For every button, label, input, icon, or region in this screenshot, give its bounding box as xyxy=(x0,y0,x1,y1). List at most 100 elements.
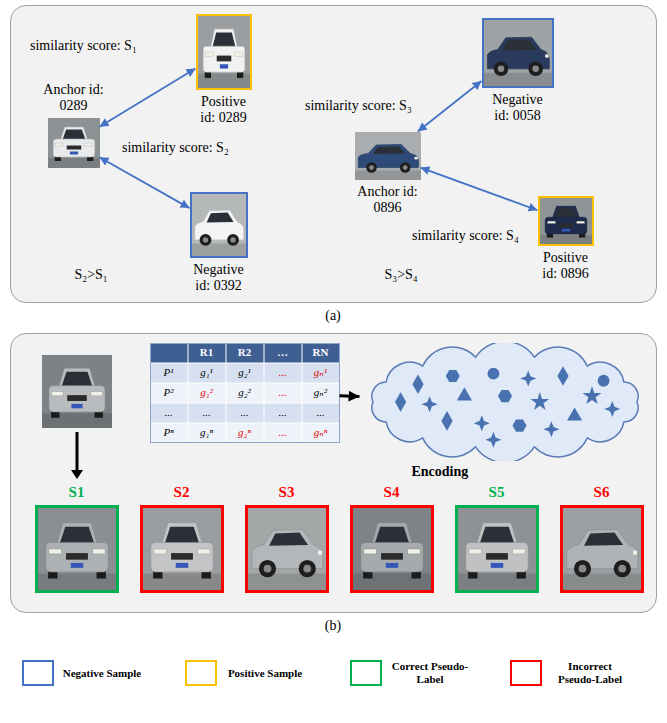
photo-background xyxy=(42,355,112,428)
image-frame: S6 xyxy=(560,505,644,593)
node-label: Positive id: 0896 xyxy=(535,250,597,282)
photo-background xyxy=(198,16,250,88)
hub xyxy=(369,165,374,170)
headlight xyxy=(48,549,60,554)
grid-line xyxy=(225,343,226,443)
headlight xyxy=(197,549,209,554)
number-plate xyxy=(561,228,569,231)
node-label: (a) xyxy=(325,308,341,324)
image-frame: S5 xyxy=(455,505,539,593)
windshield xyxy=(374,526,408,542)
photo-background xyxy=(48,118,100,168)
cloud-shape xyxy=(360,343,650,461)
windshield xyxy=(62,129,85,139)
headlight xyxy=(92,549,104,554)
car-photo xyxy=(198,16,250,88)
node-label: Anchor id: 0896 xyxy=(357,184,419,216)
grid-line xyxy=(150,362,340,363)
road xyxy=(484,72,552,85)
table-cell: gₙ¹ xyxy=(314,366,327,379)
cluster-symbol xyxy=(557,366,568,386)
node-label: (b) xyxy=(325,618,341,634)
road xyxy=(355,170,421,180)
table-cell: R2 xyxy=(238,346,251,359)
legend-swatch xyxy=(22,660,54,686)
hub xyxy=(618,564,626,572)
legend-label: Correct Pseudo-Label xyxy=(390,660,470,685)
node-label: Negative id: 0392 xyxy=(188,262,250,294)
car-cabin xyxy=(371,522,412,543)
photo xyxy=(540,198,592,244)
wheel xyxy=(493,61,508,76)
hub xyxy=(402,165,407,170)
table-row xyxy=(150,343,340,363)
car-cabin xyxy=(552,206,579,218)
wheel xyxy=(366,162,377,173)
table-cell: g₂² xyxy=(238,386,251,399)
headlight xyxy=(205,52,213,56)
car-body xyxy=(360,542,422,572)
legend-swatch xyxy=(510,660,542,686)
car-body xyxy=(545,217,587,234)
photo-background xyxy=(563,508,641,590)
road xyxy=(563,573,641,589)
cluster-symbol xyxy=(582,386,601,404)
wheel xyxy=(227,233,239,245)
table-cell: ... xyxy=(278,386,286,399)
similarity-arrow xyxy=(340,394,360,398)
cluster-symbol xyxy=(473,415,489,431)
number-plate xyxy=(70,562,82,567)
image-frame: Anchor id: 0896 xyxy=(355,132,421,180)
photo-background xyxy=(38,508,116,590)
car-window xyxy=(584,532,623,545)
node-label: S6 xyxy=(594,484,610,501)
cluster-symbol xyxy=(512,419,526,431)
edge-label: similarity score: S₃ xyxy=(305,98,412,114)
photo xyxy=(143,508,221,590)
cluster-symbol xyxy=(498,390,512,402)
car-photo xyxy=(458,508,536,590)
car-cabin xyxy=(56,522,97,543)
headlight xyxy=(153,549,165,554)
cluster-symbol xyxy=(441,411,452,431)
photo xyxy=(355,132,421,180)
wheel xyxy=(199,233,211,245)
number-plate xyxy=(71,403,82,407)
cluster-symbol xyxy=(487,367,499,379)
table-cell: gₙ² xyxy=(314,386,327,399)
car-cabin xyxy=(58,368,94,387)
cluster-symbol xyxy=(597,374,609,386)
cluster-symbol xyxy=(520,370,536,386)
cluster-symbol xyxy=(485,431,501,447)
node-label: S4 xyxy=(384,484,400,501)
car-body xyxy=(49,385,105,411)
number-plate xyxy=(175,562,187,567)
table-cell: g₁² xyxy=(200,386,213,399)
cluster-symbol xyxy=(445,369,459,381)
car-photo xyxy=(353,508,431,590)
node-label: S1 xyxy=(69,484,85,501)
grille xyxy=(558,223,573,227)
car-cabin xyxy=(60,127,87,140)
photo-background xyxy=(248,508,326,590)
table-cell: ... xyxy=(164,406,172,419)
headlight xyxy=(468,549,480,554)
number-plate xyxy=(385,562,397,567)
panel-box: R1R2…RNP¹g₁¹g₂¹...gₙ¹P²g₁²g₂²...gₙ².....… xyxy=(10,333,657,613)
leader-arrow xyxy=(76,432,79,471)
table-cell: gₙⁿ xyxy=(314,426,327,439)
grille xyxy=(67,395,87,401)
headlight xyxy=(240,226,243,229)
photo xyxy=(198,16,250,88)
image-frame: Positive id: 0896 xyxy=(538,196,594,246)
table-cell: ... xyxy=(278,426,286,439)
hub xyxy=(263,564,271,572)
grid-line xyxy=(301,343,302,443)
headlight xyxy=(51,391,62,395)
image-frame: Positive id: 0289 xyxy=(196,14,252,90)
legend-swatch xyxy=(350,660,382,686)
cluster-symbol xyxy=(604,401,620,417)
cluster-symbol xyxy=(456,387,471,400)
grid-line xyxy=(187,343,188,443)
